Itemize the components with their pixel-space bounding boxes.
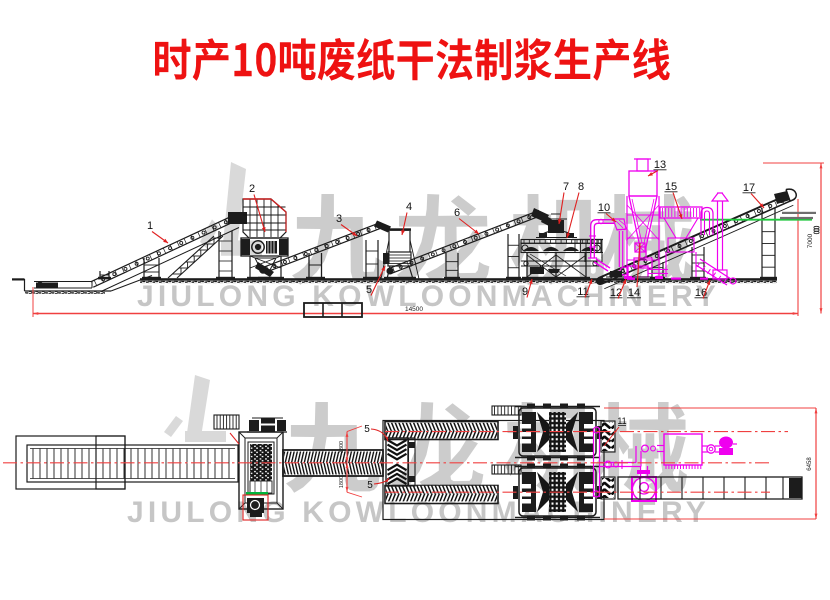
svg-text:2: 2 (249, 183, 255, 195)
svg-text:6: 6 (454, 207, 460, 219)
svg-text:7000: 7000 (807, 233, 814, 248)
svg-text:1800: 1800 (339, 441, 345, 453)
svg-text:8: 8 (578, 181, 584, 193)
svg-text:7: 7 (563, 181, 569, 193)
svg-text:14500: 14500 (405, 306, 423, 313)
svg-text:5: 5 (366, 284, 372, 296)
svg-text:15: 15 (665, 181, 677, 193)
svg-text:6458: 6458 (807, 457, 813, 471)
svg-text:13: 13 (654, 159, 666, 171)
svg-text:5: 5 (367, 480, 373, 491)
svg-text:11: 11 (617, 416, 626, 426)
svg-text:5: 5 (364, 424, 370, 435)
svg-text:3: 3 (336, 213, 342, 225)
svg-text:4: 4 (406, 201, 412, 213)
svg-text:14: 14 (628, 287, 640, 299)
svg-text:JIULONG KOWLOONMACHINERY: JIULONG KOWLOONMACHINERY (127, 496, 710, 529)
svg-text:9: 9 (522, 286, 528, 298)
svg-text:11: 11 (577, 286, 588, 298)
svg-text:1: 1 (147, 220, 153, 232)
svg-text:17: 17 (743, 182, 755, 194)
svg-text:10: 10 (598, 202, 610, 214)
svg-text:1800: 1800 (339, 476, 345, 488)
